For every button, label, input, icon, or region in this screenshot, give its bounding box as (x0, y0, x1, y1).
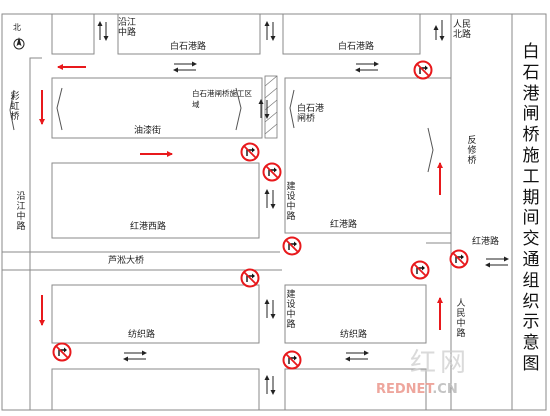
construction-area-label: 白石港闸桥施工区域 (192, 89, 252, 109)
road-label-fangzhi-lu: 纺织路 (128, 330, 156, 340)
watermark-site: REDNET.CN (376, 382, 458, 397)
bridge-label-fanxiu-qiao: 反修桥 (467, 136, 477, 166)
no-turn-sign-icon (413, 60, 433, 80)
no-turn-sign-icon (282, 350, 302, 370)
no-turn-sign-icon (410, 260, 430, 280)
bridge-label-baishigang-zhaqiao: 白石港闸桥 (297, 104, 325, 124)
two-way-horizontal-arrows (123, 61, 509, 362)
road-label-jianshe-zhonglu: 建设中路 (286, 182, 296, 222)
north-arrow-icon (13, 37, 25, 50)
road-label-fangzhi-lu: 纺织路 (340, 330, 368, 340)
road-label-yanjiang-zhonglu: 沿江中路 (16, 192, 26, 232)
city-blocks (29, 13, 452, 411)
road-label-renmin-zhonglu: 人民中路 (456, 299, 466, 339)
no-turn-sign-icon (240, 268, 260, 288)
road-label-baishigang-lu: 白石港路 (338, 42, 375, 52)
construction-zone (264, 75, 278, 139)
watermark-site-gray: .CN (432, 382, 458, 397)
road-label-honggang-lu: 红港路 (472, 237, 500, 247)
map-title: 白石港闸桥施工期间交通组织示意图 (522, 42, 540, 374)
map-frame (1, 13, 547, 411)
bridge-label-lusong-daqiao: 芦淞大桥 (108, 256, 145, 266)
road-label-honggang-xilu: 红港西路 (130, 222, 167, 232)
bridge-label-caihong-qiao: 彩虹桥 (10, 92, 20, 122)
road-label-renmin-beilu: 人民北路 (453, 20, 472, 40)
no-turn-sign-icon (240, 142, 260, 162)
no-turn-sign-icon (52, 342, 72, 362)
road-label-jianshe-zhonglu: 建设中路 (286, 290, 296, 330)
one-way-arrows (39, 64, 443, 330)
no-turn-sign-icon (262, 162, 282, 182)
two-way-vertical-arrows (97, 20, 445, 395)
bridge-brackets (9, 87, 434, 173)
road-label-yanjiang-zhonglu: 沿江中路 (118, 18, 137, 38)
road-label-honggang-lu: 红港路 (330, 220, 358, 230)
no-turn-sign-icon (449, 249, 469, 269)
lusong-bridge-edges (2, 251, 282, 271)
road-label-youqi-jie: 油漆街 (134, 126, 162, 136)
watermark-logo: 红网 (410, 348, 471, 378)
no-turn-sign-icon (282, 236, 302, 256)
road-label-baishigang-lu: 白石港路 (170, 42, 207, 52)
watermark-site-red: REDNET (376, 382, 433, 397)
north-label: 北 (13, 23, 21, 32)
